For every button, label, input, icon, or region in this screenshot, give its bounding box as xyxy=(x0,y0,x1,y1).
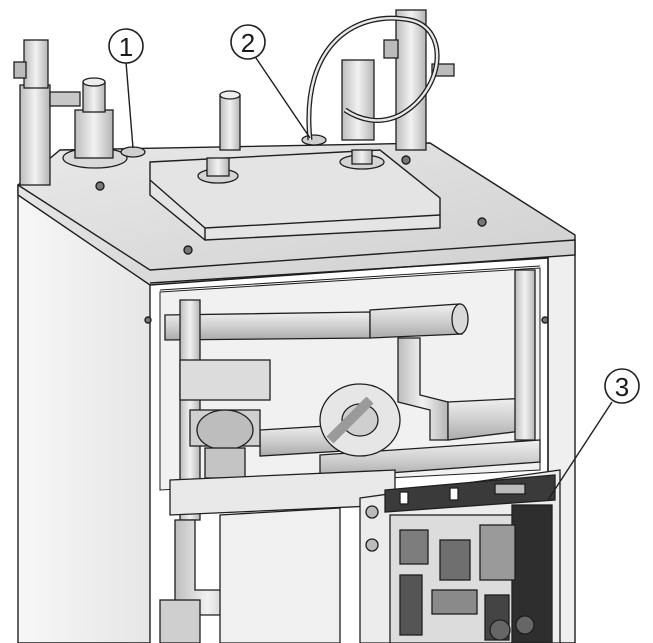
lid-connectors xyxy=(13,9,455,186)
callout-1-label: 1 xyxy=(119,32,133,62)
callout-3: 3 xyxy=(547,368,640,501)
control-board xyxy=(359,469,561,643)
connector-1 xyxy=(120,146,146,158)
connector-2 xyxy=(301,134,327,146)
callout-2-label: 2 xyxy=(241,28,255,58)
callout-1: 1 xyxy=(108,28,144,149)
lid-plate xyxy=(149,149,441,241)
callout-3-label: 3 xyxy=(615,372,629,402)
callout-2: 2 xyxy=(230,24,311,139)
internal-pipes xyxy=(159,269,541,643)
